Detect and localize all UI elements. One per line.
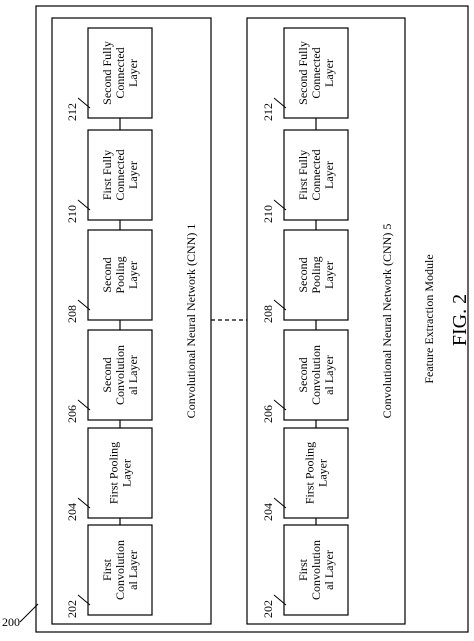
cnn-5-title: Convolutional Neural Network (CNN) 5 [380,224,394,419]
cnn-5-layer-label-6: Second FullyConnectedLayer [296,41,336,105]
cnn-5-layer-ref-212: 212 [261,103,275,121]
layer-label-line: First Fully [100,150,114,200]
cnn-1-layer-ref-208: 208 [65,305,79,323]
cnn-5-layer-label-4: SecondPoolingLayer [296,256,336,293]
layer-label-line: Second [296,357,310,392]
layer-label-line: Convolution [113,345,127,405]
ref-leader-line [77,594,91,606]
layer-label-line: Layer [316,459,330,487]
cnn-1-layer-label-6: Second FullyConnectedLayer [100,41,140,105]
cnn-1-layer-ref-206: 206 [65,405,79,423]
layer-label-line: al Layer [322,355,336,395]
cnn-1-layer-label-5: First FullyConnectedLayer [100,149,140,200]
layer-label-line: al Layer [126,355,140,395]
layer-label-line: Layer [322,261,336,289]
layer-label-line: al Layer [126,550,140,590]
cnn-5-layer-label-2: First PoolingLayer [303,442,330,504]
layer-label-line: Second [100,257,114,292]
module-title: Feature Extraction Module [422,254,436,383]
ref-leader-line [273,497,287,509]
cnn-1-layer-label-4: SecondPoolingLayer [100,256,140,293]
figure-label: FIG. 2 [449,294,471,346]
layer-label-line: First Pooling [303,442,317,504]
layer-label-line: First Fully [296,150,310,200]
cnn-1-layer-ref-204: 204 [65,503,79,521]
module-ref-leader [19,603,39,623]
layer-label-line: First Pooling [107,442,121,504]
ref-leader-line [77,97,91,109]
layer-label-line: Connected [309,149,323,200]
layer-label-line: Layer [322,161,336,189]
cnn-1-layer-ref-212: 212 [65,103,79,121]
ref-leader-line [273,299,287,311]
cnn-5-layer-box-6 [283,27,349,119]
ref-leader-line [273,399,287,411]
cnn-5-layer-ref-204: 204 [261,503,275,521]
layer-label-line: Layer [126,59,140,87]
layer-label-line: al Layer [322,550,336,590]
layer-label-line: First [100,558,114,581]
cnn-5-layer-ref-206: 206 [261,405,275,423]
layer-label-line: Second Fully [296,41,310,105]
layer-label-line: Convolution [309,345,323,405]
cnn-1-box [51,17,212,625]
ref-leader-line [273,199,287,211]
cnn-5-layer-label-5: First FullyConnectedLayer [296,149,336,200]
feature-extraction-module-box [35,5,469,633]
layer-label-line: Connected [113,149,127,200]
cnn-1-layer-label-1: FirstConvolutional Layer [100,540,140,600]
cnn-1-layer-box-6 [87,27,153,119]
layer-label-line: Convolution [113,540,127,600]
cnn-1-layer-label-3: SecondConvolutional Layer [100,345,140,405]
layer-label-line: Layer [322,59,336,87]
layer-label-line: First [296,558,310,581]
ref-leader-line [77,399,91,411]
ref-leader-line [273,594,287,606]
cnn-1-title: Convolutional Neural Network (CNN) 1 [184,224,198,419]
cnn-1-layer-ref-202: 202 [65,600,79,618]
ref-leader-line [77,299,91,311]
layer-label-line: Second Fully [100,41,114,105]
layer-label-line: Connected [309,47,323,98]
cnn-5-box [246,17,406,625]
layer-label-line: Convolution [309,540,323,600]
ref-leader-line [77,199,91,211]
cnn-5-layer-ref-210: 210 [261,205,275,223]
cnn-5-layer-ref-202: 202 [261,600,275,618]
layer-label-line: Connected [113,47,127,98]
cnn-5-layer-ref-208: 208 [261,305,275,323]
layer-label-line: Pooling [113,256,127,293]
layer-label-line: Layer [126,161,140,189]
cnn-1-layer-ref-210: 210 [65,205,79,223]
layer-label-line: Pooling [309,256,323,293]
layer-label-line: Second [296,257,310,292]
layer-label-line: Second [100,357,114,392]
cnn-1-layer-label-2: First PoolingLayer [107,442,134,504]
layer-label-line: Layer [126,261,140,289]
ref-leader-line [77,497,91,509]
module-ref-numeral: 200 [2,615,20,629]
cnn-5-layer-label-3: SecondConvolutional Layer [296,345,336,405]
cnn-5-layer-label-1: FirstConvolutional Layer [296,540,336,600]
layer-label-line: Layer [120,459,134,487]
ref-leader-line [273,97,287,109]
